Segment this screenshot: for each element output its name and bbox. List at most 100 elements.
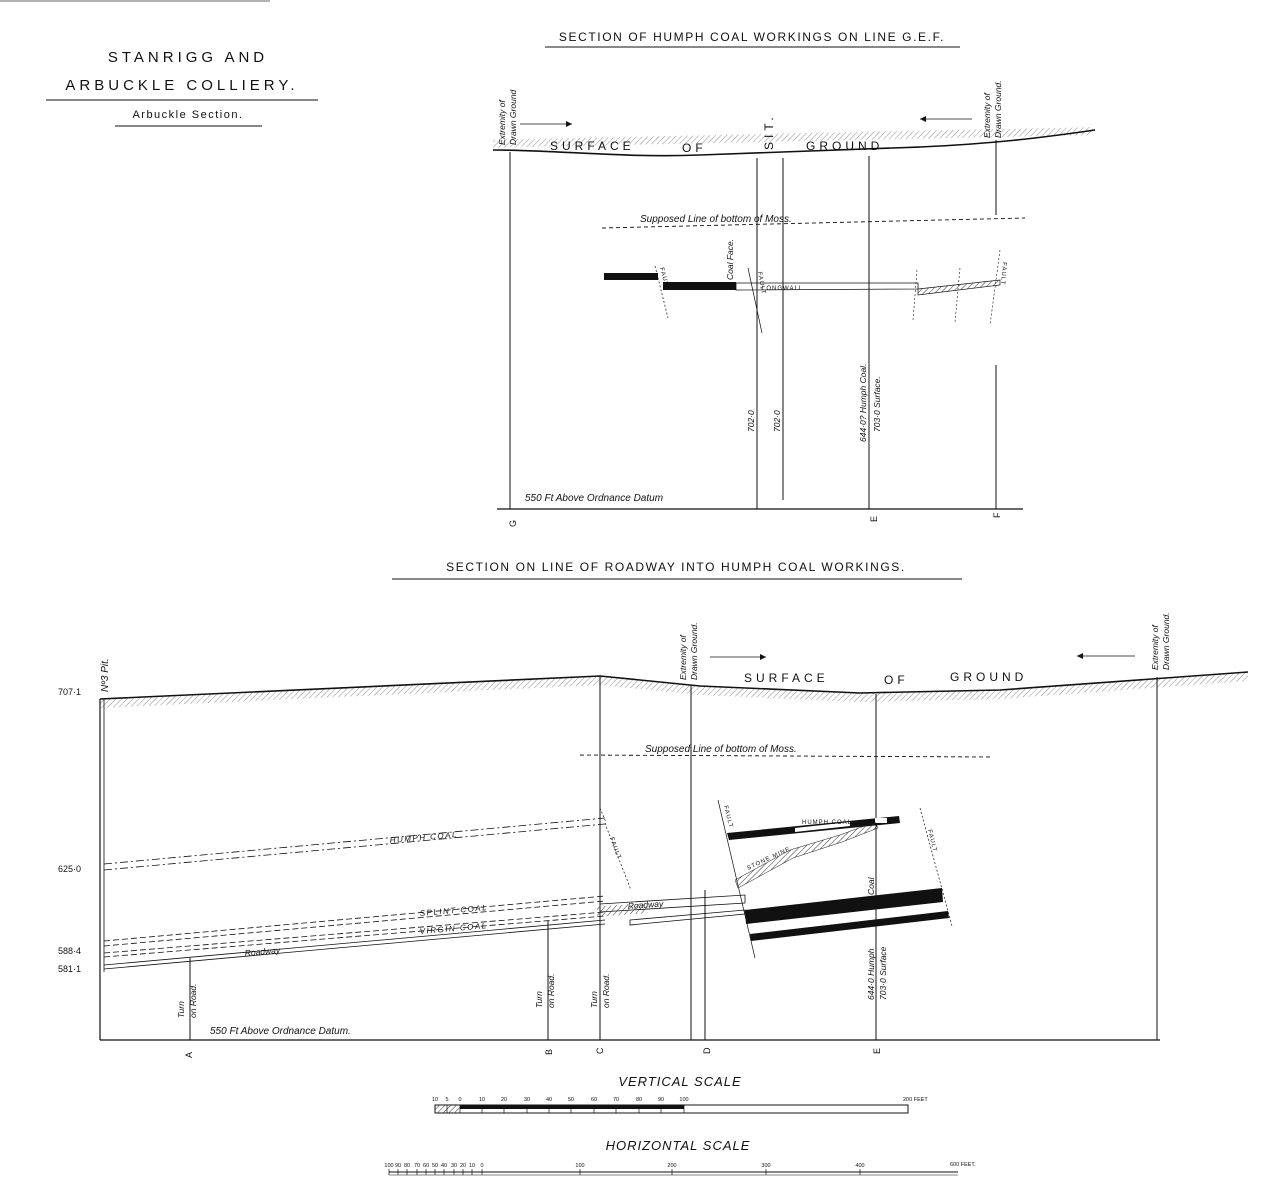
lower-moss-line	[579, 754, 991, 758]
lower-section-title: SECTION ON LINE OF ROADWAY INTO HUMPH CO…	[446, 560, 906, 574]
vertical-scale-tick-label: 100	[679, 1097, 688, 1103]
upper-fault-line-1	[654, 265, 669, 319]
upper-moss-label: Supposed Line of bottom of Moss.	[640, 214, 792, 225]
lower-extremity-right-2: Drawn Ground.	[1161, 612, 1171, 670]
upper-point-g: G	[508, 520, 518, 527]
lower-fault-label-2: FAULT	[722, 805, 733, 829]
lower-coal-label: Coal	[866, 876, 876, 895]
upper-extremity-right-2: Drawn Ground.	[993, 80, 1003, 138]
upper-moss-line	[601, 217, 1026, 229]
horizontal-scale-tick-label: 50	[432, 1163, 438, 1169]
lower-datum-label: 550 Ft Above Ordnance Datum.	[210, 1026, 351, 1037]
lower-humph-coal-workings-label: HUMPH COAL	[802, 820, 852, 826]
upper-fault-label-1: FAULT	[658, 267, 670, 291]
lower-turn-c-2: on Road.	[601, 974, 611, 1009]
vertical-scale-tick-label: 80	[636, 1097, 642, 1103]
upper-coal-seam-left	[604, 273, 658, 280]
vertical-scale-tick-label: 40	[546, 1097, 552, 1103]
upper-elev-humph: 644·0? Humph Coal.	[858, 364, 868, 442]
horizontal-scale-tick-label: 10	[469, 1163, 475, 1169]
upper-elev-1: 702·0	[746, 410, 756, 432]
horizontal-scale-tick-label: 0	[480, 1163, 483, 1169]
horizontal-scale-tick-label: 100	[384, 1163, 393, 1169]
lower-humph-coal-label: HUMPH COAL	[389, 830, 458, 845]
upper-ground-surface	[492, 127, 1096, 157]
horizontal-scale-tick-label: 200	[667, 1163, 676, 1169]
vertical-scale-tick-label: 70	[613, 1097, 619, 1103]
lower-surface-word-1: SURFACE	[744, 671, 829, 685]
horizontal-scale-tick-label: 80	[404, 1163, 410, 1169]
upper-extremity-left-1: Extremity of	[497, 98, 507, 145]
lower-turn-b-1: Turn	[534, 991, 544, 1008]
lower-elev-4: 581·1	[58, 964, 81, 974]
lower-point-b: B	[544, 1049, 554, 1055]
lower-turn-c-1: Turn	[589, 991, 599, 1008]
upper-point-f: F	[992, 512, 1002, 518]
upper-extremity-left-2: Drawn Ground	[508, 89, 518, 145]
upper-fault-line-2	[747, 267, 763, 334]
upper-seam-east	[917, 279, 1001, 296]
horizontal-scale-tick-label: 90	[395, 1163, 401, 1169]
horizontal-scale-tick-label: 300	[761, 1163, 770, 1169]
vertical-scale-end: 200 FEET	[903, 1097, 928, 1103]
lower-surface-word-3: GROUND	[950, 670, 1027, 684]
title-line-2: ARBUCKLE COLLIERY.	[65, 77, 298, 94]
horizontal-scale-tick-label: 70	[414, 1163, 420, 1169]
vertical-scale-title: VERTICAL SCALE	[618, 1074, 741, 1089]
upper-datum-label: 550 Ft Above Ordnance Datum	[525, 493, 663, 504]
lower-thick-seam-2	[750, 911, 949, 941]
lower-pit-label: Nº3 Pit.	[100, 658, 111, 692]
subtitle: Arbuckle Section.	[132, 109, 243, 121]
lower-section: SECTION ON LINE OF ROADWAY INTO HUMPH CO…	[58, 560, 1249, 1058]
vertical-scale-tick-label: 20	[501, 1097, 507, 1103]
lower-extremity-left-2: Drawn Ground.	[689, 622, 699, 680]
vertical-scale-tick-label: 5	[445, 1097, 448, 1103]
vertical-scale-tick-label: 10	[432, 1097, 438, 1103]
lower-turn-b-2: on Road.	[546, 974, 556, 1009]
title-block: STANRIGG AND ARBUCKLE COLLIERY. Arbuckle…	[0, 0, 318, 127]
upper-elev-2: 702·0	[772, 410, 782, 432]
lower-point-c: C	[595, 1047, 605, 1054]
horizontal-scale-tick-label: 30	[451, 1163, 457, 1169]
upper-coal-seam-face	[663, 282, 736, 290]
lower-ground-surface	[99, 671, 1249, 708]
vertical-scale-tick-label: 0	[458, 1097, 461, 1103]
horizontal-scale-tick-label: 100	[575, 1163, 584, 1169]
upper-fault-label-3: FAULT	[999, 262, 1007, 286]
horizontal-scale-tick-label: 400	[855, 1163, 864, 1169]
lower-point-e: E	[872, 1048, 882, 1054]
lower-splint-coal-label: SPLINT COAL	[419, 903, 488, 918]
lower-turn-a-2: on Road.	[188, 984, 198, 1019]
upper-surface-word-3: GROUND	[806, 139, 883, 153]
lower-extremity-left-1: Extremity of	[678, 633, 688, 680]
lower-elev-3: 588·4	[58, 946, 81, 956]
upper-surface-word-2: OF	[682, 141, 707, 155]
horizontal-scale-end: 600 FEET.	[950, 1162, 976, 1168]
lower-point-d: D	[702, 1047, 712, 1054]
upper-extremity-right-1: Extremity of	[982, 91, 992, 138]
horizontal-scale-tick-label: 20	[460, 1163, 466, 1169]
lower-moss-label: Supposed Line of bottom of Moss.	[645, 744, 797, 755]
vertical-scale-tick-label: 10	[479, 1097, 485, 1103]
upper-surface-word-1: SURFACE	[550, 139, 635, 153]
vertical-scale-tick-label: 60	[591, 1097, 597, 1103]
upper-sit-label: SIT.	[762, 113, 776, 150]
lower-fault-label-1: FAULT	[608, 837, 622, 861]
lower-elev-1: 707·1	[58, 687, 81, 697]
title-line-1: STANRIGG AND	[108, 49, 268, 66]
horizontal-scale-title: HORIZONTAL SCALE	[606, 1138, 751, 1153]
lower-surface-word-2: OF	[884, 673, 909, 687]
upper-section-title: SECTION OF HUMPH COAL WORKINGS ON LINE G…	[559, 30, 945, 44]
upper-coal-face-label: Coal Face.	[725, 239, 735, 280]
vertical-scale-tick-label: 90	[658, 1097, 664, 1103]
lower-elev-2: 625·0	[58, 864, 81, 874]
lower-elev-humph: 644·0 Humph	[866, 948, 876, 1000]
lower-fault-label-3: FAULT	[926, 829, 937, 853]
lower-roadway-label: Roadway	[244, 945, 281, 958]
upper-section: SECTION OF HUMPH COAL WORKINGS ON LINE G…	[492, 30, 1096, 527]
vertical-scale-tick-label: 50	[568, 1097, 574, 1103]
